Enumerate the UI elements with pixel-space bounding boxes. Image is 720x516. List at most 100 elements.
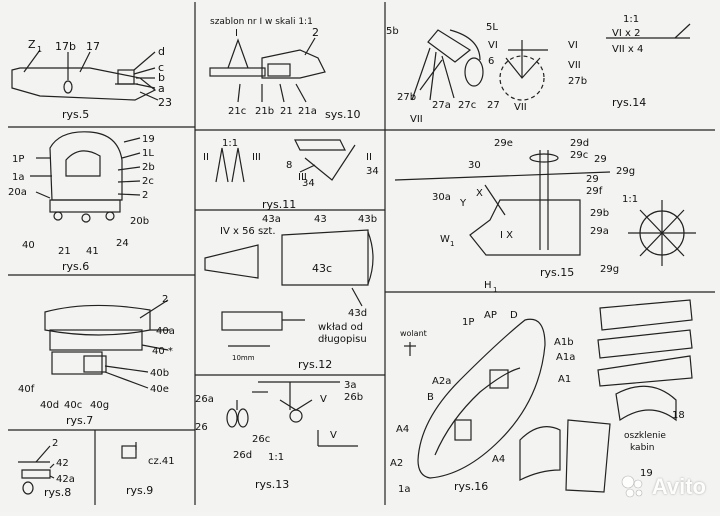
scale-1-1: 1:1	[623, 14, 639, 25]
label-21c: 21c	[228, 106, 246, 117]
label-19: 19	[142, 134, 155, 145]
label-26a: 26a	[195, 394, 214, 405]
label-A1a: A1a	[556, 352, 575, 363]
label-VII-b: VII	[410, 114, 423, 125]
rys16-cockpit-sketch	[404, 299, 693, 493]
label-19: 19	[640, 468, 653, 479]
label-2b: 2b	[142, 162, 155, 173]
sys10-template-sketch	[209, 37, 326, 103]
label-V: V	[320, 394, 327, 405]
rys6-labels: 19 1P 1L 1a 2b 2c 20a 2 20b 40 21 41 24 …	[8, 134, 155, 273]
label-H1: H	[484, 280, 492, 291]
label-26: 26	[195, 422, 208, 433]
label-III-b: III	[298, 172, 307, 183]
scale-vii-x4: VII x 4	[612, 44, 643, 55]
label-wolant: wolant	[400, 329, 427, 338]
label-21a: 21a	[298, 106, 317, 117]
label-27a: 27a	[432, 100, 451, 111]
label-40a: 40a	[156, 326, 175, 337]
label-1P: 1P	[462, 317, 474, 328]
label-cz41: cz.41	[148, 456, 175, 467]
label-d: d	[158, 45, 165, 58]
label-29f: 29f	[586, 186, 603, 197]
label-26b: 26b	[344, 392, 363, 403]
label-26c: 26c	[252, 434, 270, 445]
label-29e: 29e	[494, 138, 513, 149]
label-c: c	[158, 61, 164, 74]
rys5-labels: Z 1 17b 17 d c b a 23 rys.5	[28, 38, 172, 121]
rys6-cockpit-sketch	[30, 131, 141, 223]
label-40f: 40f	[18, 384, 35, 395]
label-30a: 30a	[432, 192, 451, 203]
label-A4-b: A4	[492, 454, 505, 465]
label-43b: 43b	[358, 214, 377, 225]
rys15-rotor-hub-sketch	[394, 150, 696, 266]
label-40e: 40e	[150, 384, 169, 395]
avito-logo-icon	[621, 475, 643, 498]
label-5L: 5L	[486, 22, 498, 33]
label-A1b: A1b	[554, 337, 574, 348]
label-III-a: III	[252, 152, 261, 163]
rys7-labels: 2 40a 40 * 40b 40e 40f 40d 40c 40g rys.7	[18, 294, 175, 427]
label-3a: 3a	[344, 380, 357, 391]
label-VI-b: VI	[568, 40, 578, 51]
label-21: 21	[58, 246, 71, 257]
label-W1: W	[440, 234, 450, 245]
label-VII-c: VII	[514, 102, 527, 113]
label-B: B	[427, 392, 434, 403]
label-18: 18	[672, 410, 685, 421]
label-2: 2	[142, 190, 148, 201]
caption-rys16: rys.16	[454, 480, 488, 493]
label-30: 30	[468, 160, 481, 171]
rys15-labels: 29e 29d 29c 29 30 29g 29 29f 30a X Y 29b…	[432, 138, 638, 294]
caption-rys7: rys.7	[66, 414, 93, 427]
label-34-a: 34	[302, 178, 315, 189]
label-8: 8	[286, 160, 292, 171]
label-40c: 40c	[64, 400, 82, 411]
label-VI-a: VI	[488, 40, 498, 51]
rys7-sketch	[44, 299, 170, 389]
rys9-labels: cz.41 rys.9	[126, 456, 175, 497]
label-29d: 29d	[570, 138, 589, 149]
label-42: 42	[56, 458, 69, 469]
caption-rys6: rys.6	[62, 260, 89, 273]
rys13-scale: 1:1	[268, 452, 284, 463]
label-X: X	[476, 188, 483, 199]
label-A2: A2	[390, 458, 403, 469]
label-27c: 27c	[458, 100, 476, 111]
label-43c: 43c	[312, 262, 332, 275]
label-oszklenie: oszklenie	[624, 431, 666, 441]
label-20b: 20b	[130, 216, 149, 227]
label-24: 24	[116, 238, 129, 249]
label-kabin: kabin	[630, 443, 655, 453]
label-2: 2	[162, 294, 168, 305]
scale-vi-x2: VI x 2	[612, 28, 640, 39]
label-II-a: II	[203, 152, 209, 163]
sys10-header: szablon nr I w skali 1:1	[210, 17, 313, 27]
caption-rys5: rys.5	[62, 108, 89, 121]
label-43a: 43a	[262, 214, 281, 225]
label-H1-sub: 1	[493, 286, 497, 294]
label-10mm: 10mm	[232, 354, 255, 362]
rys8-labels: 2 42 42a rys.8	[44, 438, 75, 499]
label-1P: 1P	[12, 154, 24, 165]
rys12-header: IV x 56 szt.	[220, 226, 276, 237]
label-40-star: 40 *	[152, 346, 173, 357]
label-29g: 29g	[616, 166, 635, 177]
label-1a: 1a	[12, 172, 25, 183]
label-2: 2	[312, 26, 319, 39]
rys5-fuselage-sketch	[11, 49, 159, 101]
label-29-b: 29	[586, 174, 599, 185]
label-D: D	[510, 310, 518, 321]
label-29g-b: 29g	[600, 264, 619, 275]
label-17: 17	[86, 40, 100, 53]
caption-rys15: rys.15	[540, 266, 574, 279]
rys15-scale: 1:1	[622, 194, 638, 205]
label-dlugopisu: długopisu	[318, 334, 367, 345]
label-41: 41	[86, 246, 99, 257]
label-43d: 43d	[348, 308, 367, 319]
label-6: 6	[488, 56, 494, 67]
label-26d: 26d	[233, 450, 252, 461]
label-wklad: wkład od	[318, 322, 363, 333]
